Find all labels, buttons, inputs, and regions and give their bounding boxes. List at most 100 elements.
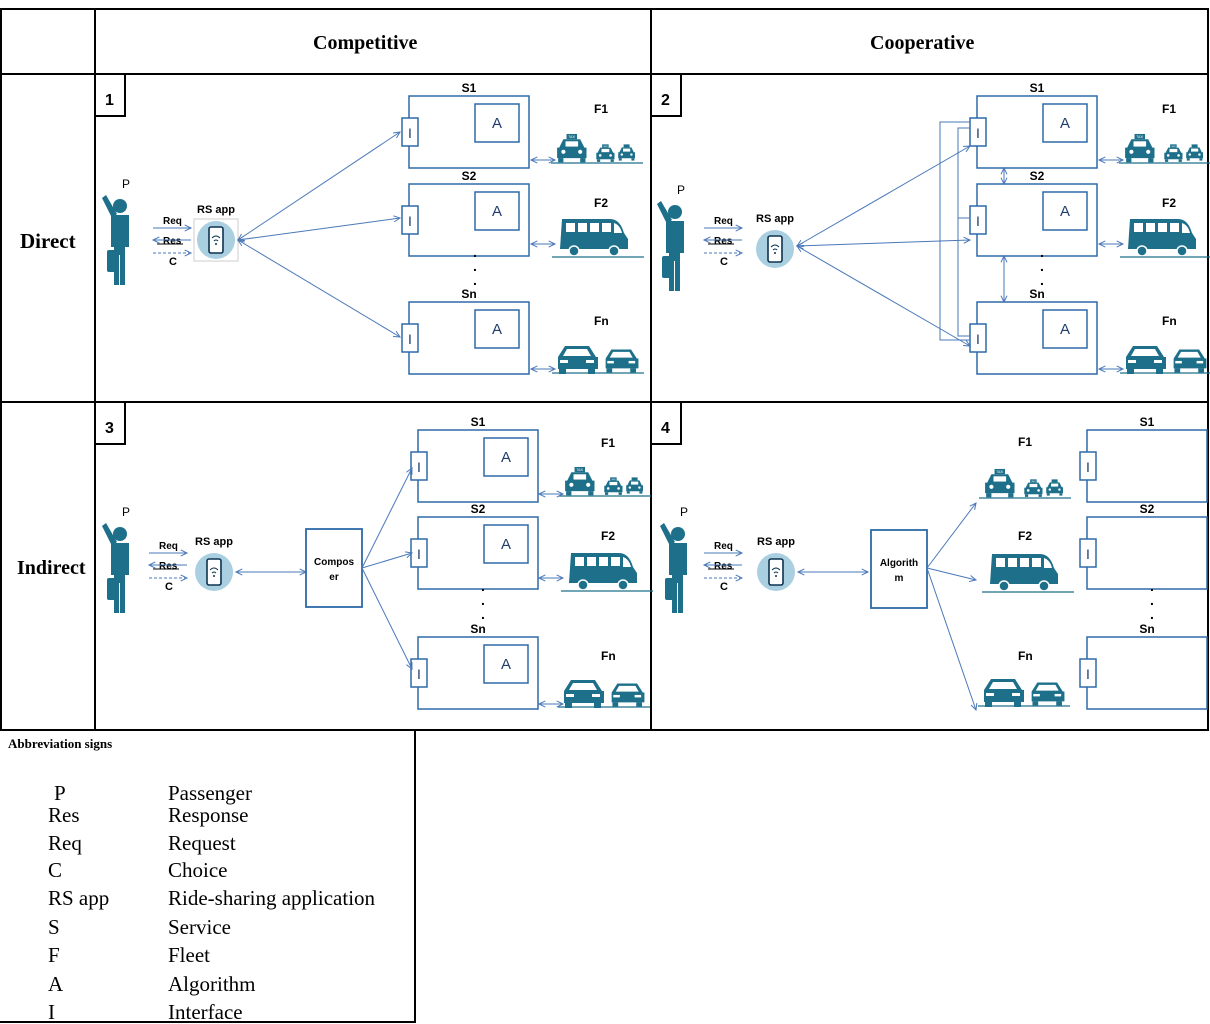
arrow	[361, 567, 413, 670]
headlight	[560, 360, 568, 363]
arrowhead	[1097, 156, 1106, 164]
legend-meaning: Service	[168, 915, 231, 939]
ellipsis-dot: .	[481, 606, 485, 622]
passenger-label: P	[680, 505, 688, 519]
arrowhead	[548, 156, 557, 164]
arrowhead	[970, 702, 978, 712]
arrowhead	[234, 568, 243, 576]
van-windshield	[623, 557, 631, 567]
fleet-label: F1	[601, 436, 615, 450]
wifi-dot	[774, 252, 776, 254]
ellipsis-dot: .	[1150, 578, 1154, 594]
taxi-icon	[618, 144, 635, 161]
headlight	[638, 486, 641, 489]
algorithm-box	[483, 524, 529, 564]
service-box: IS2	[1079, 502, 1208, 590]
arrowhead	[1000, 295, 1008, 304]
passenger-arm	[657, 201, 672, 224]
headlight	[598, 154, 602, 157]
van-window	[1134, 223, 1143, 232]
arrow	[796, 145, 971, 247]
ellipsis-dot: .	[1040, 258, 1044, 274]
arrowhead	[548, 365, 557, 373]
headlight	[1054, 693, 1062, 697]
taxi-window	[1191, 148, 1199, 152]
algorithm-label: A	[1060, 115, 1070, 132]
wifi-dot	[215, 243, 217, 245]
headlight	[1146, 149, 1151, 154]
wheel	[1127, 369, 1134, 374]
interface-box	[401, 323, 419, 353]
interface-box	[1079, 658, 1097, 688]
van-window	[1020, 558, 1029, 567]
luggage	[665, 578, 676, 600]
rs-app-label: RS app	[757, 536, 795, 548]
arrowhead	[969, 575, 978, 582]
headlight	[1048, 488, 1051, 491]
car-icon	[558, 346, 598, 374]
wheel	[596, 159, 601, 162]
headlight	[1033, 693, 1040, 697]
wheel	[1198, 368, 1204, 373]
taxi-window	[623, 148, 631, 152]
wheel	[1186, 158, 1190, 161]
headlight	[1177, 154, 1180, 157]
table-border	[0, 8, 1209, 731]
wheel	[1008, 493, 1014, 498]
wheel	[617, 579, 629, 591]
arrowhead	[392, 330, 401, 338]
car-icon	[1126, 346, 1166, 374]
service-label: S1	[471, 415, 486, 429]
arrowhead	[1116, 365, 1125, 373]
taxi-sign	[994, 468, 1006, 475]
wheel	[1032, 701, 1039, 706]
arrowhead	[861, 568, 870, 576]
service-box: ISn	[1079, 622, 1208, 710]
legend-abbr: P	[54, 781, 66, 805]
arrowhead	[1000, 177, 1008, 186]
headlight	[578, 149, 583, 154]
algorithm-box	[474, 191, 520, 231]
wheel	[1199, 158, 1203, 161]
rs-app-label: RS app	[195, 536, 233, 548]
van-window	[575, 557, 584, 566]
res-label: Res	[163, 236, 182, 247]
algorithm-label: A	[501, 449, 511, 466]
wheel	[1038, 580, 1050, 592]
header-indirect: Indirect	[17, 557, 86, 579]
legend-abbr: Req	[48, 831, 82, 855]
van-windshield	[1182, 223, 1190, 233]
arrowhead	[151, 236, 160, 244]
taxi-window	[1029, 483, 1038, 488]
headlight	[1196, 360, 1204, 364]
ellipsis-dot: .	[1150, 592, 1154, 608]
arrowhead	[1097, 240, 1106, 248]
cooperation-link	[957, 127, 970, 337]
interface-label: I	[976, 213, 980, 229]
interface-label: I	[417, 546, 421, 562]
taxi-sign	[1170, 144, 1177, 148]
ellipsis-dot: .	[1040, 244, 1044, 260]
wheel	[577, 579, 589, 591]
arrow	[796, 239, 971, 247]
panel-number: 2	[661, 92, 670, 109]
panel-number-tab	[651, 74, 682, 117]
taxi-window	[609, 481, 618, 486]
composer-box	[305, 528, 363, 608]
arrow	[926, 502, 977, 569]
arrowhead	[702, 561, 711, 569]
wheel	[566, 491, 572, 496]
car-icon	[984, 679, 1024, 707]
req-label: Req	[714, 541, 733, 552]
algorithm-box	[1042, 191, 1088, 231]
ellipsis-dot: .	[481, 578, 485, 594]
headlight	[1154, 360, 1162, 363]
wheel	[630, 368, 636, 373]
arrowhead	[406, 661, 413, 671]
legend-meaning: Request	[168, 831, 236, 855]
taxi-window	[601, 148, 610, 153]
wheel	[588, 491, 594, 496]
legend-meaning: Passenger	[168, 781, 252, 805]
